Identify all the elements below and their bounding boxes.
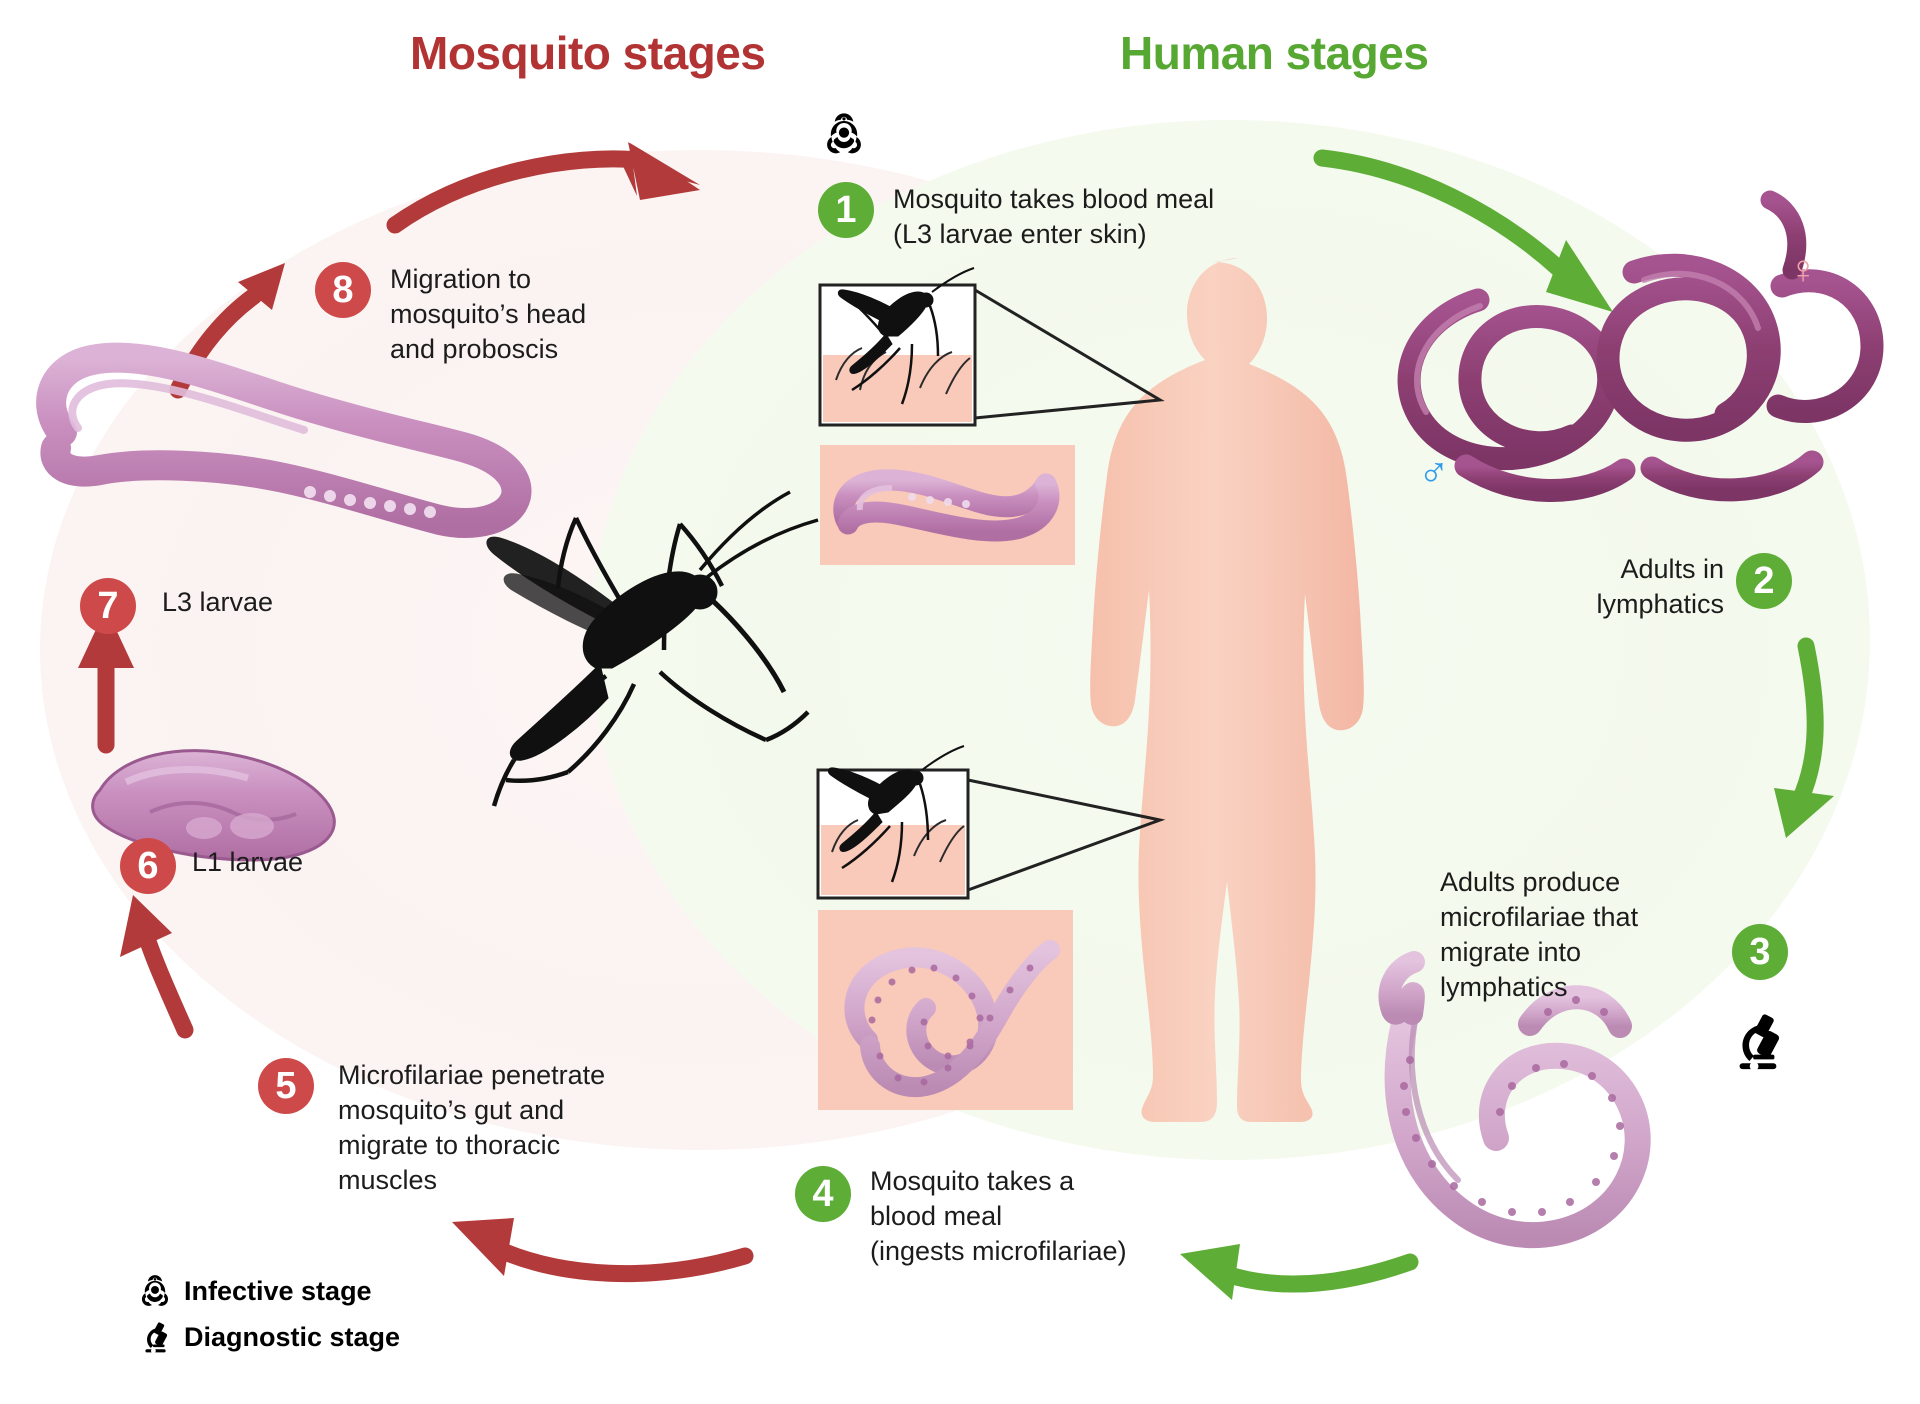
arrow-3-to-4 bbox=[1180, 1244, 1419, 1300]
mosquito-illustration bbox=[486, 490, 819, 807]
arrow-5-to-6 bbox=[120, 895, 194, 1039]
male-symbol-icon: ♂ bbox=[1418, 447, 1450, 494]
inset-bite-top bbox=[818, 267, 1165, 427]
legend-label-diagnostic-stage: Diagnostic stage bbox=[184, 1321, 401, 1352]
inset-l3-photo bbox=[820, 445, 1075, 565]
step-badge-1: 1 bbox=[818, 182, 874, 238]
biohazard-icon bbox=[822, 112, 866, 156]
step-badge-4: 4 bbox=[795, 1166, 851, 1222]
legend-item-infective-stage: Infective stage bbox=[138, 1268, 558, 1314]
arrow-4-to-5 bbox=[452, 1218, 754, 1283]
step-badge-6: 6 bbox=[120, 838, 176, 894]
arrow-6-to-7 bbox=[78, 608, 134, 754]
step-text-8: Migration to mosquito’s head and probosc… bbox=[390, 264, 587, 365]
step-text-7: L3 larvae bbox=[162, 587, 274, 617]
inset-bite-lower bbox=[816, 745, 1166, 900]
step-badge-5: 5 bbox=[258, 1058, 314, 1114]
step-text-3: Adults produce microfilariae that migrat… bbox=[1440, 867, 1639, 1003]
legend: Infective stage Diagnostic stage bbox=[138, 1268, 558, 1360]
step-text-1: Mosquito takes blood meal (L3 larvae ent… bbox=[893, 184, 1215, 250]
arrow-1-to-2 bbox=[1313, 149, 1613, 312]
step-badge-8: 8 bbox=[315, 262, 371, 318]
adult-worms-illustration bbox=[1397, 190, 1884, 502]
microfilariae-illustration bbox=[1378, 951, 1651, 1249]
microscope-icon bbox=[1724, 1010, 1790, 1072]
step-badge-7: 7 bbox=[80, 578, 136, 634]
step-badge-3: 3 bbox=[1732, 924, 1788, 980]
page-title-human-stages: Human stages bbox=[1120, 27, 1429, 79]
page-title-mosquito-stages: Mosquito stages bbox=[410, 27, 766, 79]
biohazard-icon bbox=[138, 1274, 172, 1308]
step-text-6: L1 larvae bbox=[192, 847, 304, 877]
step-text-4: Mosquito takes a blood meal (ingests mic… bbox=[870, 1166, 1127, 1267]
female-symbol-icon: ♀ bbox=[1788, 248, 1818, 292]
step-badge-2: 2 bbox=[1736, 553, 1792, 609]
step-text-2: Adults in lymphatics bbox=[1596, 554, 1724, 620]
arrow-2-to-3 bbox=[1774, 637, 1834, 838]
microscope-icon bbox=[138, 1320, 172, 1354]
legend-label-infective-stage: Infective stage bbox=[184, 1275, 372, 1306]
human-silhouette-figure bbox=[1090, 258, 1364, 1122]
l3-larva-illustration bbox=[36, 342, 532, 538]
step-text-5: Microfilariae penetrate mosquito’s gut a… bbox=[338, 1060, 606, 1196]
l1-larva-illustration bbox=[91, 749, 336, 862]
arrow-8-to-1 bbox=[386, 142, 700, 234]
inset-microfilaria-photo bbox=[818, 910, 1073, 1110]
legend-item-diagnostic-stage: Diagnostic stage bbox=[138, 1314, 558, 1360]
